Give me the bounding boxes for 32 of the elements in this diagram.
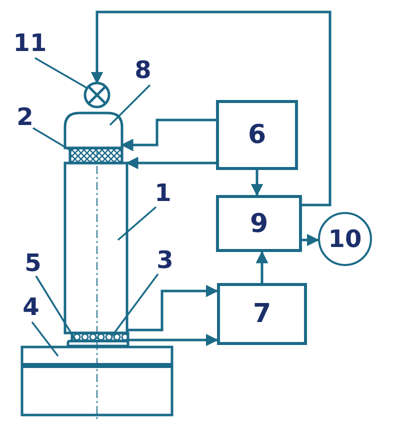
callout-number: 1 [150,178,176,208]
arrow [250,170,264,196]
callout-number: 3 [152,245,178,275]
plate-part [20,346,174,416]
arrow [126,156,216,170]
arrow [256,250,268,283]
arrow [127,284,218,332]
lamp-symbol [84,82,110,108]
leader-line [109,84,151,126]
tube-part [64,162,128,334]
callout-number: 8 [130,55,156,85]
block-box: 9 [216,195,302,252]
leader-line [111,273,159,337]
block-box: 6 [216,100,298,170]
leader-line [32,127,70,151]
block-box: 7 [217,283,307,345]
arrow [128,334,218,346]
lens-part [66,340,130,348]
callout-number: 4 [18,292,44,322]
leader-line [35,276,77,342]
arrow [302,234,320,246]
leader-line [34,57,88,89]
mesh-filter [68,146,124,164]
leader-line [31,321,59,357]
bead-ring [70,332,130,342]
arrow [90,10,332,206]
output-circle: 10 [318,212,372,266]
callout-number: 11 [8,28,52,58]
callout-number: 2 [12,102,38,132]
leader-line [117,206,157,241]
callout-number: 5 [20,248,46,278]
arrow [120,118,216,152]
